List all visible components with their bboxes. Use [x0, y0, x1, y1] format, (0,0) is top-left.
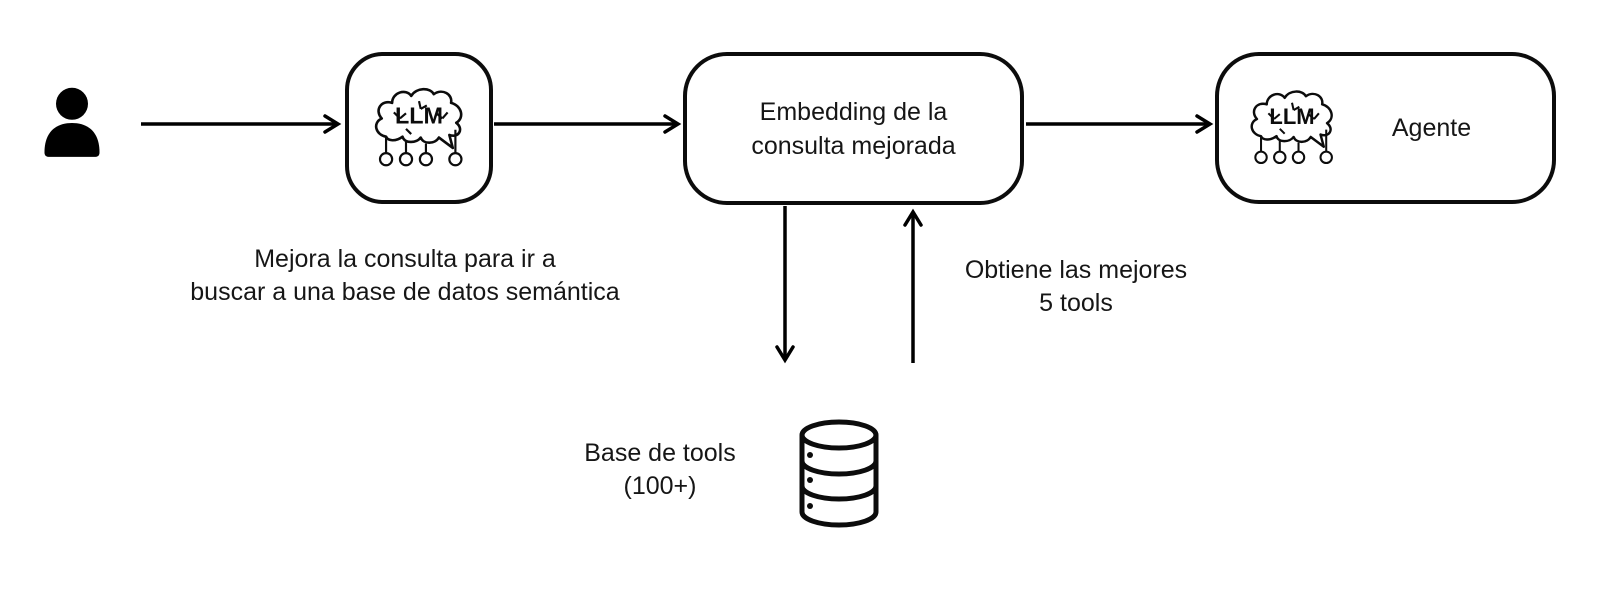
llm-label: LLM: [1269, 104, 1314, 129]
caption-top-tools-line2: 5 tools: [1039, 289, 1113, 317]
caption-improve-query-line2: buscar a una base de datos semántica: [190, 278, 620, 306]
caption-improve-query: Mejora la consulta para ir a buscar a un…: [100, 243, 710, 309]
llm-brain-icon: LLM: [367, 81, 471, 175]
caption-tools-db-line2: (100+): [623, 472, 697, 500]
embedding-label-line2: consulta mejorada: [751, 131, 956, 160]
agent-node: LLM Agente: [1215, 52, 1556, 204]
llm-rewriter-node: LLM: [345, 52, 493, 204]
embedding-label-line1: Embedding de la: [759, 97, 948, 126]
caption-tools-db: Base de tools (100+): [545, 437, 775, 503]
caption-improve-query-line1: Mejora la consulta para ir a: [254, 245, 556, 273]
caption-tools-db-line1: Base de tools: [584, 439, 736, 467]
llm-brain-icon: LLM: [1243, 84, 1341, 172]
database-icon: [793, 418, 885, 530]
user-person-icon: [40, 84, 104, 162]
caption-top-tools: Obtiene las mejores 5 tools: [955, 254, 1197, 320]
embedding-node: Embedding de la consulta mejorada: [683, 52, 1024, 205]
caption-top-tools-line1: Obtiene las mejores: [964, 256, 1188, 284]
agent-label: Agente: [1391, 113, 1472, 142]
llm-label: LLM: [395, 103, 443, 129]
